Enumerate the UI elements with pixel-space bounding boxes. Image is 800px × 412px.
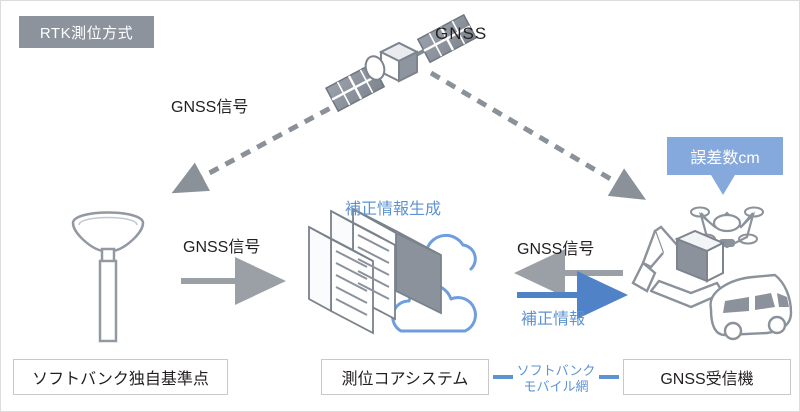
label-correction-generate: 補正情報生成 — [345, 201, 442, 218]
error-badge-tail — [711, 175, 735, 195]
footer-mobile-network-line1: ソフトバンク — [516, 363, 596, 378]
connector-right — [599, 375, 619, 379]
error-badge: 誤差数cm — [667, 137, 783, 175]
satellite-label: GNSS — [435, 24, 488, 43]
footer-receiver: GNSS受信機 — [623, 359, 791, 395]
footer-core-system: 測位コアシステム — [321, 359, 489, 395]
van-icon — [709, 273, 793, 341]
connector-left — [493, 375, 513, 379]
excavator-icon — [631, 225, 726, 309]
footer-base-station: ソフトバンク独自基準点 — [13, 359, 228, 395]
label-gnss-signal-sat-to-base: GNSS信号 — [171, 99, 249, 116]
footer-mobile-network: ソフトバンク モバイル網 — [513, 363, 599, 396]
link-satellite-to-receiver — [429, 70, 647, 200]
label-gnss-signal-base-to-core: GNSS信号 — [183, 239, 261, 256]
base-station-antenna-icon — [71, 211, 145, 343]
footer-mobile-network-line2: モバイル網 — [523, 379, 589, 395]
label-correction-info: 補正情報 — [521, 311, 586, 328]
satellite-icon — [325, 13, 477, 113]
title-badge: RTK測位方式 — [19, 16, 154, 48]
server-cloud-icon — [308, 207, 477, 335]
label-gnss-signal-recv-to-core: GNSS信号 — [517, 241, 595, 258]
